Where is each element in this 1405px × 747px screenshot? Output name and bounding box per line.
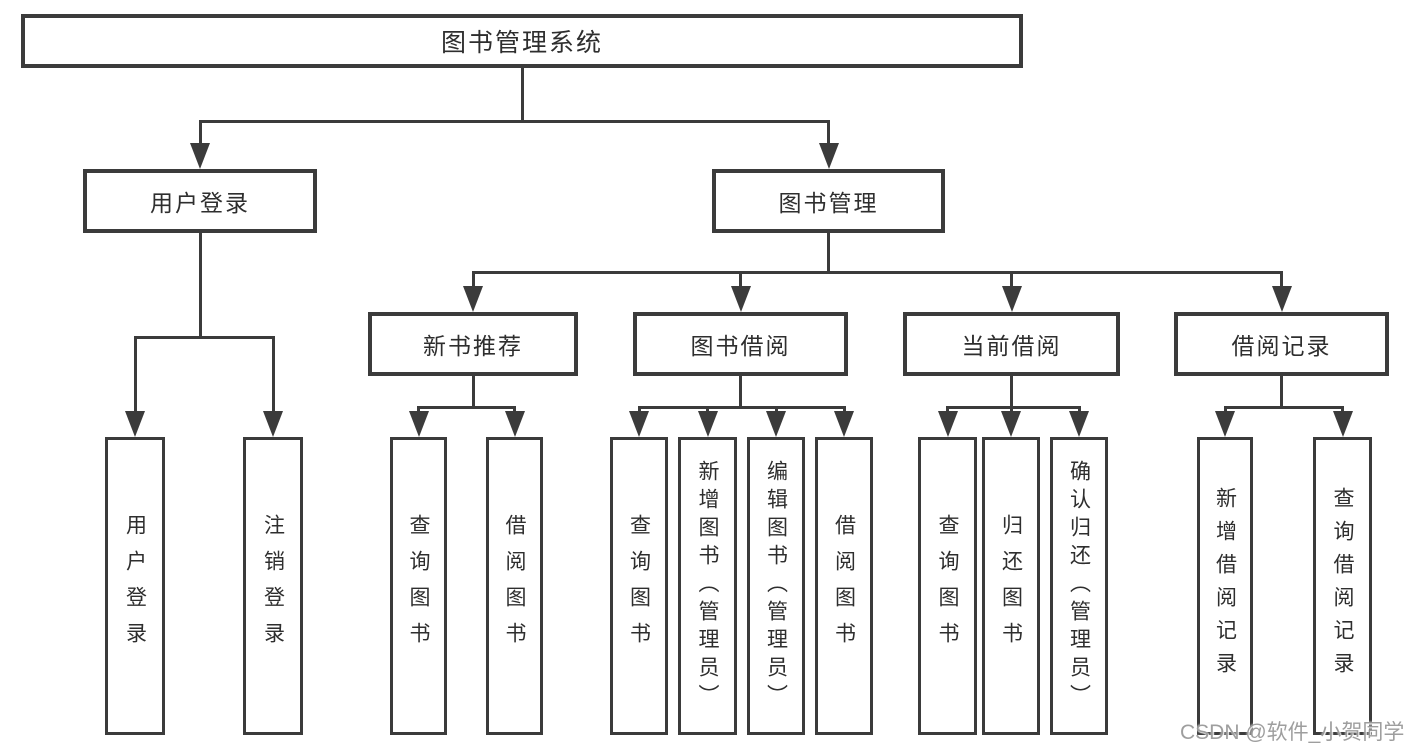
connector-drop-leaf-add-book	[706, 406, 709, 415]
diagram-node-label: 新增图书（管理员）	[696, 460, 719, 712]
connector-drop-leaf-confirm-return	[1077, 406, 1081, 415]
connector-drop-leaf-borrow-book-1	[513, 406, 516, 415]
diagram-node-label: 当前借阅	[961, 333, 1062, 359]
arrowhead-down-icon	[1069, 411, 1089, 437]
connector-stem-book-mgmt	[827, 231, 830, 271]
diagram-node-leaf-logout: 注销登录	[243, 437, 303, 735]
connector-drop-leaf-return-book	[1009, 406, 1013, 415]
diagram-node-label: 借阅记录	[1231, 333, 1332, 359]
connector-bar-root	[198, 120, 830, 123]
arrowhead-down-icon	[408, 411, 429, 437]
diagram-node-label: 借阅图书	[503, 514, 526, 658]
connector-drop-borrow-records	[1280, 271, 1283, 290]
arrowhead-down-icon	[766, 411, 786, 437]
arrowhead-down-icon	[190, 143, 210, 169]
diagram-node-book-mgmt: 图书管理	[712, 169, 945, 233]
connector-drop-leaf-query-book-3	[946, 406, 949, 415]
connector-drop-leaf-edit-book	[774, 406, 778, 415]
connector-drop-leaf-query-book-1	[417, 406, 420, 415]
diagram-node-leaf-query-book-2: 查询图书	[610, 437, 668, 735]
diagram-node-leaf-query-borrow-rec: 查询借阅记录	[1313, 437, 1372, 735]
diagram-node-book-borrow: 图书借阅	[633, 312, 848, 376]
diagram-node-label: 图书管理系统	[440, 29, 603, 57]
diagram-node-leaf-borrow-book-1: 借阅图书	[486, 437, 543, 735]
connector-stem-new-book-rec	[471, 374, 475, 406]
arrowhead-down-icon	[504, 411, 525, 437]
csdn-watermark: CSDN @软件_小贺同学	[1180, 721, 1405, 744]
connector-bar-new-book-rec	[417, 406, 516, 409]
diagram-node-label: 新增借阅记录	[1213, 487, 1237, 685]
diagram-node-label: 归还图书	[999, 514, 1023, 658]
diagram-node-leaf-edit-book: 编辑图书（管理员）	[747, 437, 805, 735]
diagram-node-label: 注销登录	[261, 514, 285, 658]
diagram-node-user-login: 用户登录	[83, 169, 317, 233]
arrowhead-down-icon	[629, 411, 649, 437]
diagram-node-leaf-borrow-book-2: 借阅图书	[815, 437, 873, 735]
connector-drop-new-book-rec	[471, 271, 475, 290]
arrowhead-down-icon	[463, 286, 483, 312]
diagram-node-borrow-records: 借阅记录	[1174, 312, 1389, 376]
diagram-node-leaf-confirm-return: 确认归还（管理员）	[1050, 437, 1108, 735]
connector-drop-leaf-query-borrow-rec	[1341, 406, 1344, 415]
diagram-node-leaf-add-book: 新增图书（管理员）	[678, 437, 737, 735]
arrowhead-down-icon	[1215, 411, 1235, 437]
connector-drop-leaf-add-borrow-rec	[1223, 406, 1227, 415]
diagram-node-label: 用户登录	[150, 190, 250, 216]
connector-drop-current-borrow	[1010, 271, 1013, 290]
diagram-node-label: 借阅图书	[832, 514, 856, 658]
connector-stem-user-login	[198, 231, 202, 336]
arrowhead-down-icon	[125, 411, 145, 437]
arrowhead-down-icon	[1001, 411, 1021, 437]
connector-bar-borrow-records	[1223, 406, 1344, 409]
arrowhead-down-icon	[263, 411, 283, 437]
connector-stem-borrow-records	[1280, 374, 1283, 406]
connector-bar-book-borrow	[637, 406, 846, 409]
connector-drop-leaf-borrow-book-2	[842, 406, 846, 415]
connector-drop-leaf-query-book-2	[637, 406, 641, 415]
diagram-node-leaf-user-login: 用户登录	[105, 437, 165, 735]
diagram-node-leaf-add-borrow-rec: 新增借阅记录	[1197, 437, 1253, 735]
arrowhead-down-icon	[1001, 286, 1022, 312]
diagram-node-label: 用户登录	[123, 514, 147, 658]
diagram-node-label: 查询借阅记录	[1331, 487, 1354, 685]
arrowhead-down-icon	[937, 411, 958, 437]
diagram-node-label: 图书管理	[778, 190, 879, 216]
connector-stem-root	[520, 66, 524, 120]
diagram-node-label: 编辑图书（管理员）	[764, 460, 788, 712]
connector-stem-book-borrow	[739, 374, 742, 406]
diagram-node-label: 查询图书	[936, 514, 959, 658]
diagram-node-label: 图书借阅	[690, 333, 791, 359]
connector-bar-book-mgmt	[471, 271, 1283, 274]
connector-drop-leaf-user-login	[133, 336, 137, 415]
diagram-node-root: 图书管理系统	[21, 14, 1023, 68]
diagram-node-leaf-query-book-3: 查询图书	[918, 437, 977, 735]
diagram-node-leaf-query-book-1: 查询图书	[390, 437, 447, 735]
connector-bar-current-borrow	[946, 406, 1081, 409]
arrowhead-down-icon	[697, 411, 718, 437]
diagram-node-leaf-return-book: 归还图书	[982, 437, 1040, 735]
diagram-node-label: 新书推荐	[423, 333, 523, 359]
connector-drop-leaf-logout	[271, 336, 275, 415]
connector-drop-user-login	[198, 120, 202, 147]
diagram-node-label: 确认归还（管理员）	[1067, 460, 1091, 712]
connector-stem-current-borrow	[1010, 374, 1013, 406]
diagram-node-label: 查询图书	[627, 514, 651, 658]
connector-drop-book-borrow	[739, 271, 742, 290]
connector-bar-user-login	[133, 336, 275, 339]
arrowhead-down-icon	[1271, 286, 1292, 312]
arrowhead-down-icon	[818, 143, 839, 169]
arrowhead-down-icon	[834, 411, 854, 437]
diagram-node-current-borrow: 当前借阅	[903, 312, 1120, 376]
diagram-node-new-book-rec: 新书推荐	[368, 312, 578, 376]
diagram-node-label: 查询图书	[407, 514, 430, 658]
arrowhead-down-icon	[1332, 411, 1353, 437]
connector-drop-book-mgmt	[827, 120, 830, 147]
arrowhead-down-icon	[730, 286, 751, 312]
